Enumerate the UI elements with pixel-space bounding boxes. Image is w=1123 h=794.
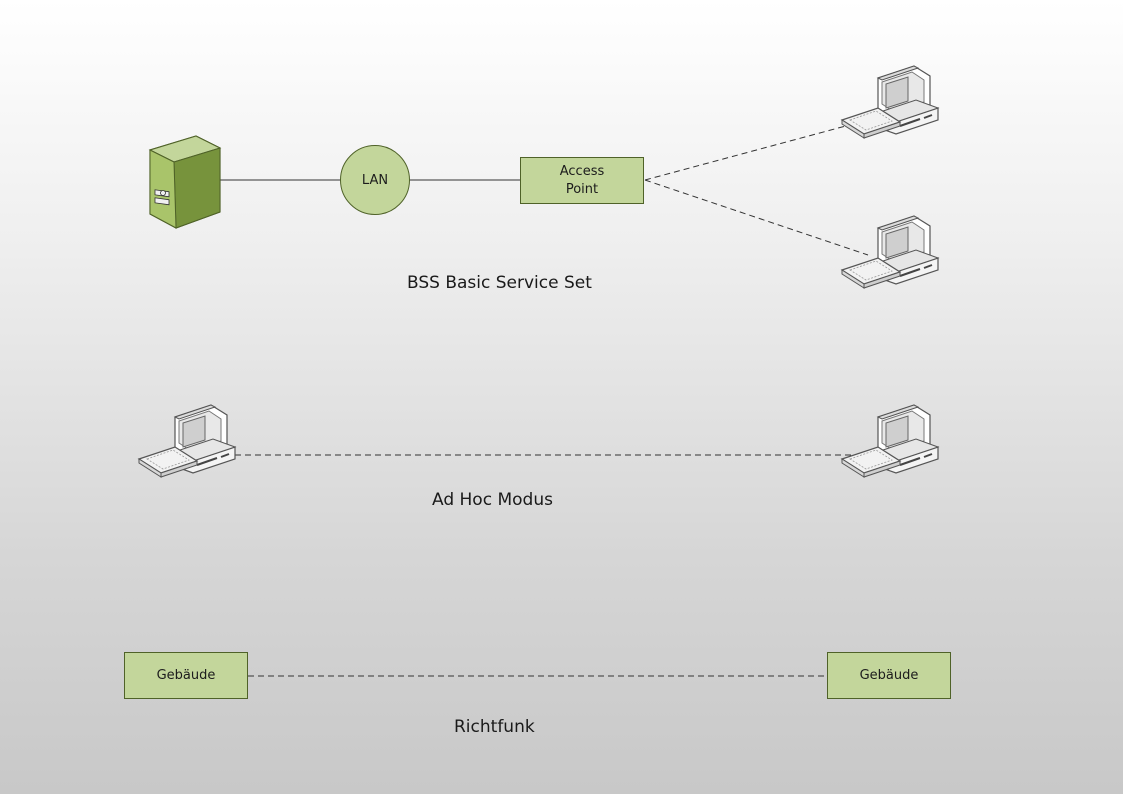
computer-icon — [841, 404, 939, 478]
building-label: Gebäude — [156, 667, 216, 683]
access-point-label: Access Point — [559, 163, 605, 197]
building-node-right: Gebäude — [827, 652, 951, 699]
adhoc-caption: Ad Hoc Modus — [432, 490, 553, 510]
wireless-link-bottom — [644, 179, 869, 256]
access-point-node: Access Point — [520, 157, 644, 204]
computer-icon — [841, 65, 939, 139]
building-label: Gebäude — [859, 667, 919, 683]
server-icon — [148, 135, 222, 229]
computer-icon — [841, 215, 939, 289]
building-node-left: Gebäude — [124, 652, 248, 699]
lan-label: LAN — [361, 172, 389, 188]
bss-caption: BSS Basic Service Set — [407, 273, 592, 293]
lan-node: LAN — [340, 145, 410, 215]
richtfunk-caption: Richtfunk — [454, 717, 535, 737]
computer-icon — [138, 404, 236, 478]
wireless-link-top — [644, 119, 869, 181]
